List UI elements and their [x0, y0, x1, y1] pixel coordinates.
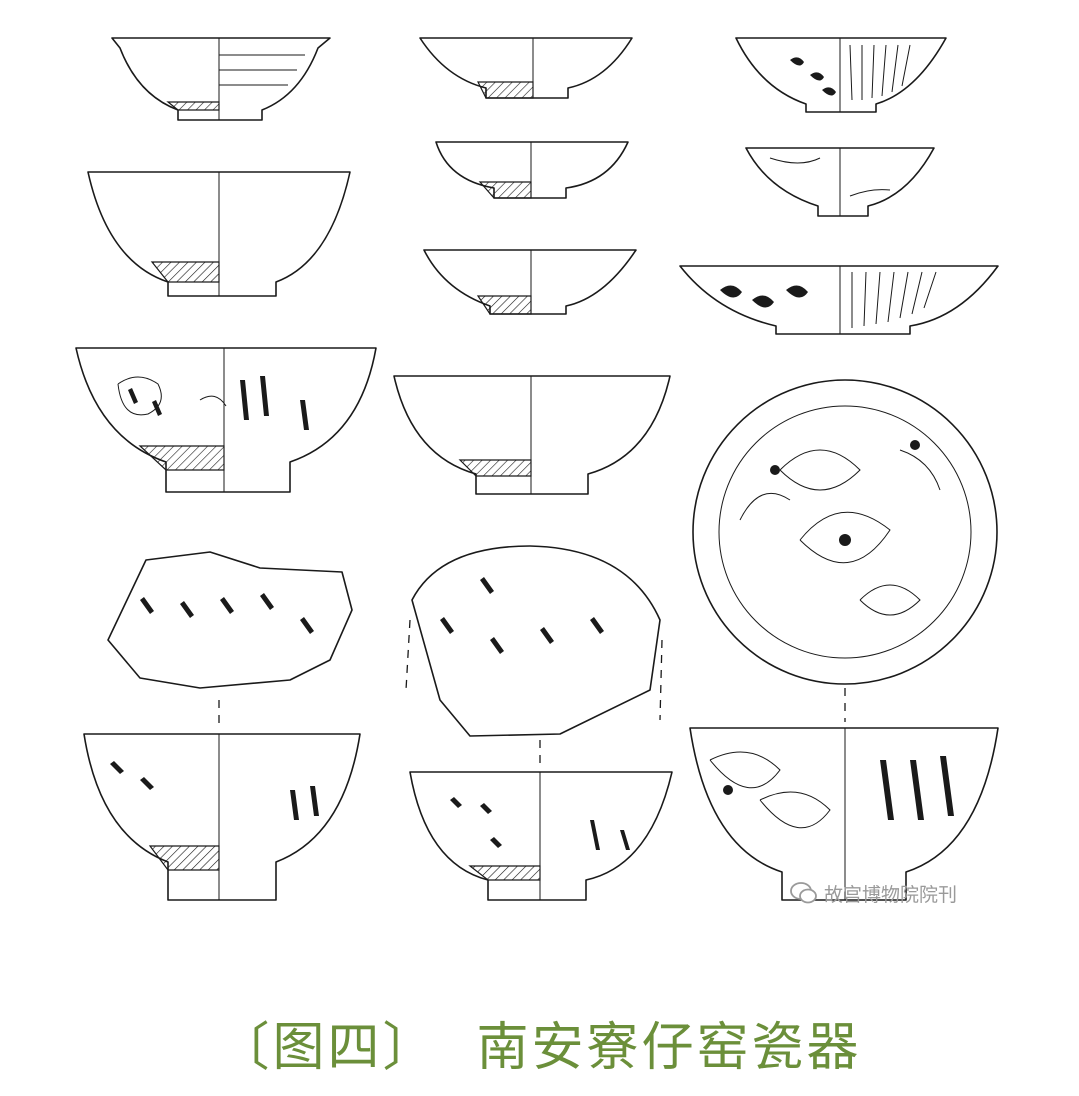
bowl-drawing-7 [423, 249, 637, 315]
bowl-drawing-15 [409, 771, 673, 901]
bowl-drawing-3 [735, 37, 947, 113]
sherd-drawing-13 [405, 545, 663, 766]
bowl-drawing-1 [111, 37, 331, 121]
bowl-drawing-2 [419, 37, 633, 99]
wechat-logo-icon [790, 882, 817, 904]
ceramics-drawing-plate [75, 37, 999, 901]
bowl-drawing-9 [75, 347, 377, 493]
bowl-drawing-4 [87, 171, 351, 297]
bowl-drawing-5 [435, 141, 629, 199]
plate-drawing-11 [692, 379, 998, 685]
watermark: 故宫博物院院刊 [790, 878, 957, 908]
dish-drawing-8 [679, 265, 999, 335]
bowl-drawing-10 [393, 375, 671, 495]
bowl-drawing-14 [83, 733, 361, 901]
bowl-drawing-6 [745, 147, 935, 217]
bowl-drawing-16 [689, 727, 999, 901]
watermark-text: 故宫博物院院刊 [824, 883, 958, 906]
sherd-drawing-12 [107, 551, 353, 728]
figure-caption: 〔图四〕 南安寮仔窑瓷器 [217, 1018, 862, 1078]
